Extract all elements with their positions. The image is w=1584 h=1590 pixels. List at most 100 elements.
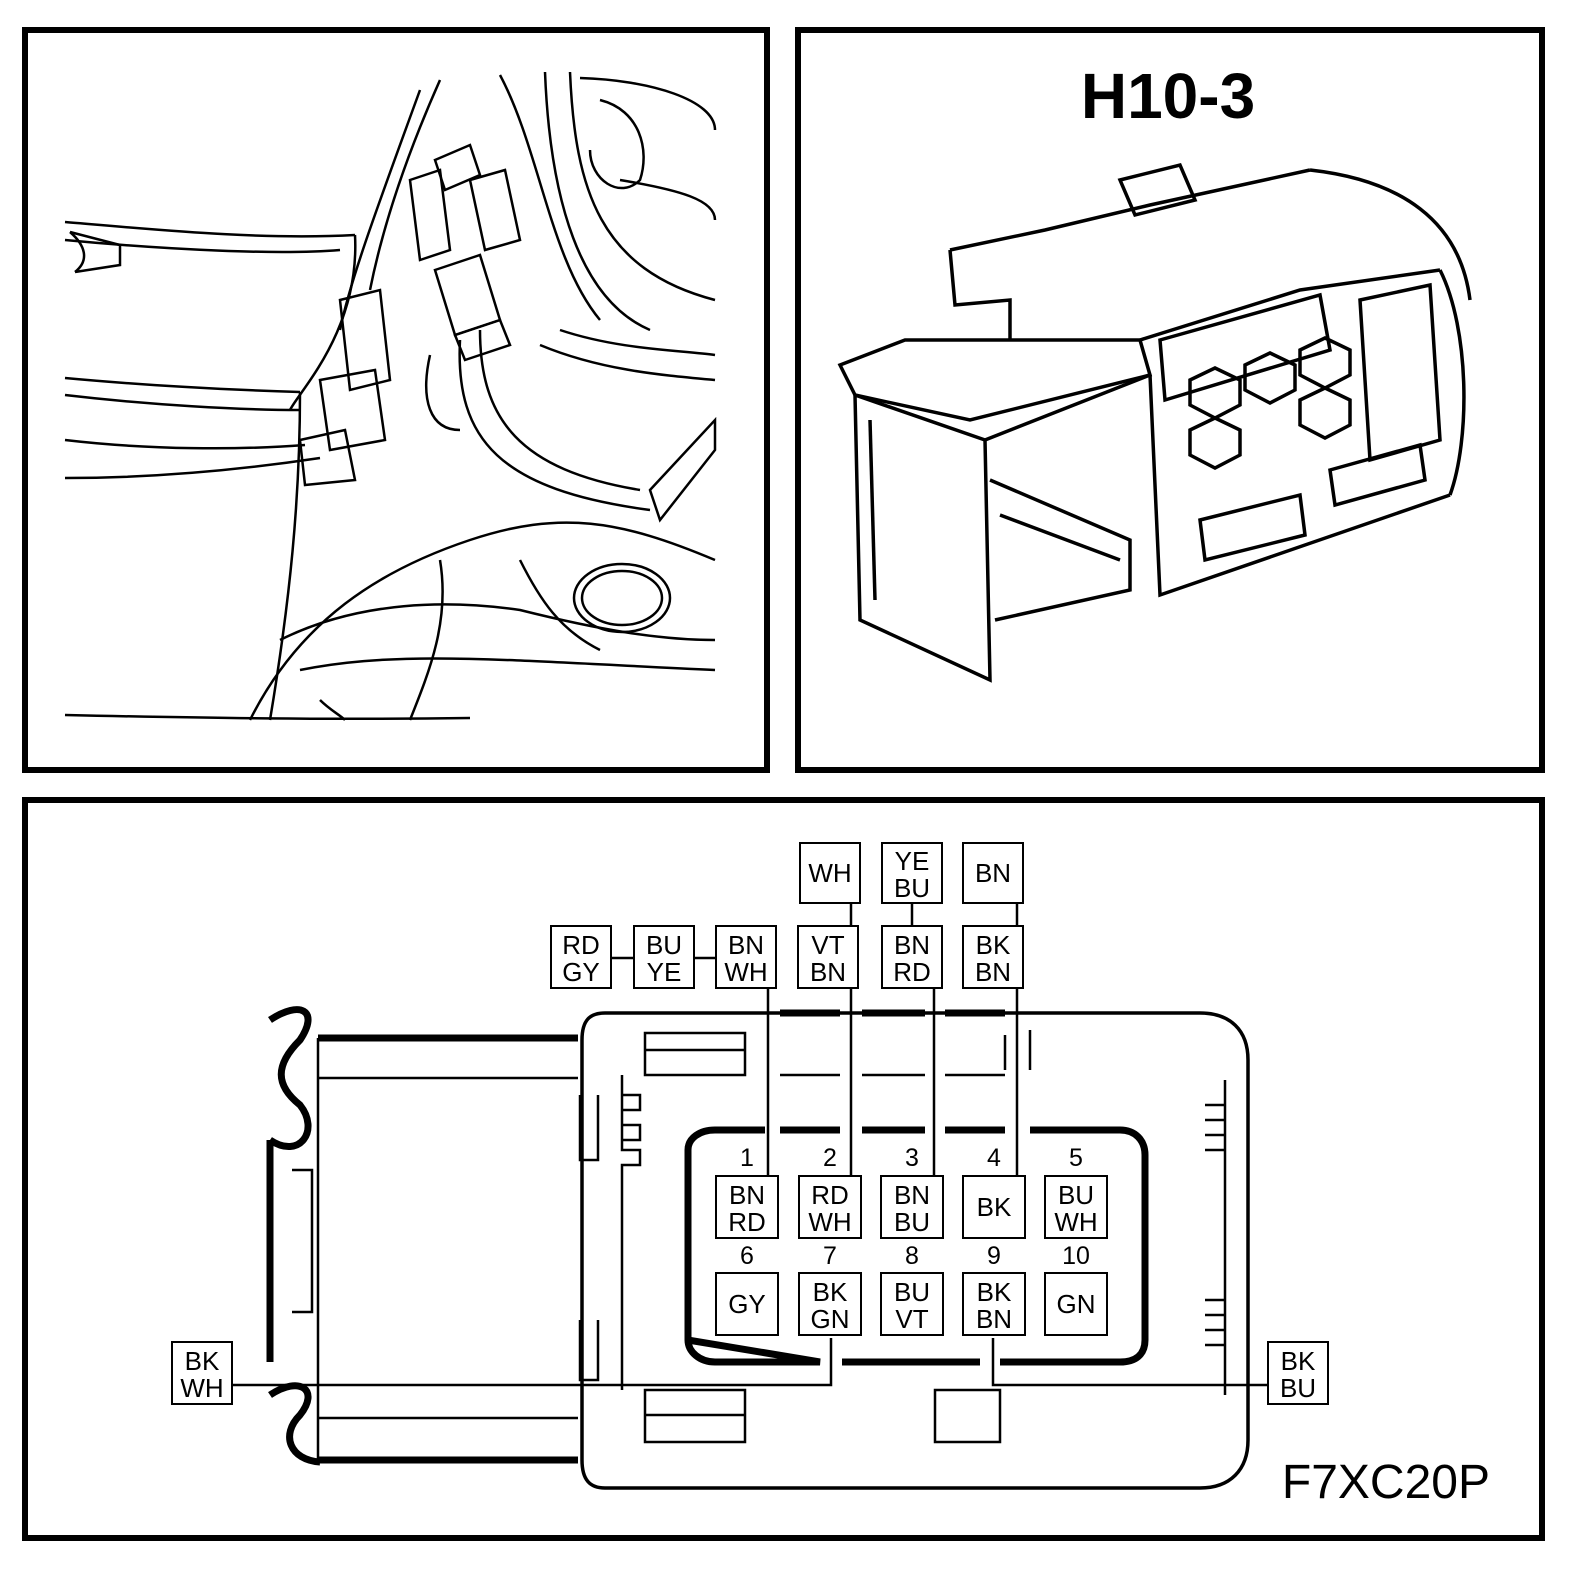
pin-number-3: 3 — [905, 1144, 919, 1172]
side-wire-right-code-1: BK — [1281, 1346, 1316, 1376]
pin-8-wire-code-2: VT — [895, 1304, 928, 1334]
wire-color-boxes: 1BNRD2RDWH3BNBU4BK5BUWH6GY7BKGN8BUVT9BKB… — [171, 842, 1329, 1405]
upper-wire-row2-4-code-1: VT — [811, 930, 844, 960]
pin-3-wire-frame — [880, 1175, 944, 1239]
pin-1-wire-frame — [715, 1175, 779, 1239]
pin-4-wire-frame — [962, 1175, 1026, 1239]
pin-2-wire-code-2: WH — [808, 1207, 851, 1237]
pin-9-wire-frame — [962, 1272, 1026, 1336]
upper-wire-row2-1-code-2: GY — [562, 957, 600, 987]
pin-5-wire-frame — [1044, 1175, 1108, 1239]
pin-2-wire-frame — [798, 1175, 862, 1239]
connector-title: H10-3 — [1081, 60, 1255, 132]
upper-wire-row2-2-code-2: YE — [647, 957, 682, 987]
terminal-cavity — [684, 1126, 1149, 1366]
upper-wire-row2-5-frame — [881, 925, 943, 989]
side-wire-left-code-1: BK — [185, 1346, 220, 1376]
panel-connector-3d — [795, 27, 1545, 773]
upper-wire-row2-5-code-1: BN — [894, 930, 930, 960]
pin-number-4: 4 — [987, 1144, 1001, 1172]
pin-number-6: 6 — [740, 1242, 754, 1270]
upper-wire-row2-6-frame — [962, 925, 1024, 989]
upper-wire-top-1-frame — [799, 842, 861, 904]
pin-number-7: 7 — [823, 1242, 837, 1270]
pin-8-wire-frame — [880, 1272, 944, 1336]
pin-6-wire-frame — [715, 1272, 779, 1336]
upper-wire-top-2-frame — [881, 842, 943, 904]
upper-wire-top-3-code: BN — [975, 858, 1011, 888]
latch-upper — [268, 1006, 312, 1150]
upper-wire-row2-6-code-1: BK — [976, 930, 1011, 960]
pin-8-wire-code-1: BU — [894, 1277, 930, 1307]
pin-6-wire: GY — [715, 1272, 779, 1336]
upper-wire-row2-3-code-1: BN — [728, 930, 764, 960]
upper-wire-row2-3-code-2: WH — [724, 957, 767, 987]
side-wire-right-code-2: BU — [1280, 1373, 1316, 1403]
upper-wire-row2-1-frame — [550, 925, 612, 989]
pin-number-1: 1 — [740, 1144, 754, 1172]
latch-lower — [268, 1382, 321, 1466]
pin-9-wire-code-2: BN — [976, 1304, 1012, 1334]
pin-number-9: 9 — [987, 1242, 1001, 1270]
pin-1-wire-code-2: RD — [728, 1207, 766, 1237]
pin-7-wire-code-1: BK — [813, 1277, 848, 1307]
pin-10-wire: GN — [1044, 1272, 1108, 1336]
upper-wire-top-1-code: WH — [808, 858, 851, 888]
upper-wire-row2-4-code-2: BN — [810, 957, 846, 987]
upper-wire-row2-5-code-2: RD — [893, 957, 931, 987]
pin-5-wire-code-2: WH — [1054, 1207, 1097, 1237]
upper-wire-top-3-frame — [962, 842, 1024, 904]
panel-pinout-diagram — [22, 797, 1545, 1541]
pin-number-2: 2 — [823, 1144, 837, 1172]
upper-wire-row2-2-frame — [633, 925, 695, 989]
pin-2-wire-code-1: RD — [811, 1180, 849, 1210]
connector-body-outline — [580, 1011, 1250, 1490]
upper-wire-top-2-code-2: BU — [894, 873, 930, 903]
pin-10-wire-code: GN — [1057, 1289, 1096, 1319]
panel-location-view — [22, 27, 770, 773]
pin-4-wire-code: BK — [977, 1192, 1012, 1222]
connector-3d-illustration: H10-3 — [837, 60, 1472, 683]
pin-3-wire-code-2: BU — [894, 1207, 930, 1237]
pin-number-5: 5 — [1069, 1144, 1083, 1172]
upper-wire-row2-2-code-1: BU — [646, 930, 682, 960]
upper-wire-top-2-code-1: YE — [895, 846, 930, 876]
pinout-diagram — [232, 902, 1268, 1490]
location-illustration — [64, 71, 717, 721]
pin-number-8: 8 — [905, 1242, 919, 1270]
upper-wire-row2-1-code-1: RD — [562, 930, 600, 960]
pin-7-wire-frame — [798, 1272, 862, 1336]
figure-code: F7XC20P — [1282, 1456, 1490, 1509]
pin-number-10: 10 — [1062, 1242, 1090, 1270]
pin-10-wire-frame — [1044, 1272, 1108, 1336]
pin-7-wire-code-2: GN — [811, 1304, 850, 1334]
pin-5-wire-code-1: BU — [1058, 1180, 1094, 1210]
pin-3-wire-code-1: BN — [894, 1180, 930, 1210]
pin-1-wire-code-1: BN — [729, 1180, 765, 1210]
pin-9-wire-code-1: BK — [977, 1277, 1012, 1307]
upper-wire-row2-6-code-2: BN — [975, 957, 1011, 987]
upper-wire-row2-4-frame — [797, 925, 859, 989]
pin-4-wire: BK — [962, 1175, 1026, 1239]
side-wire-right-frame — [1267, 1341, 1329, 1405]
upper-wire-top-1: WH — [799, 842, 861, 904]
side-wire-left-frame — [171, 1341, 233, 1405]
upper-wire-top-3: BN — [962, 842, 1024, 904]
